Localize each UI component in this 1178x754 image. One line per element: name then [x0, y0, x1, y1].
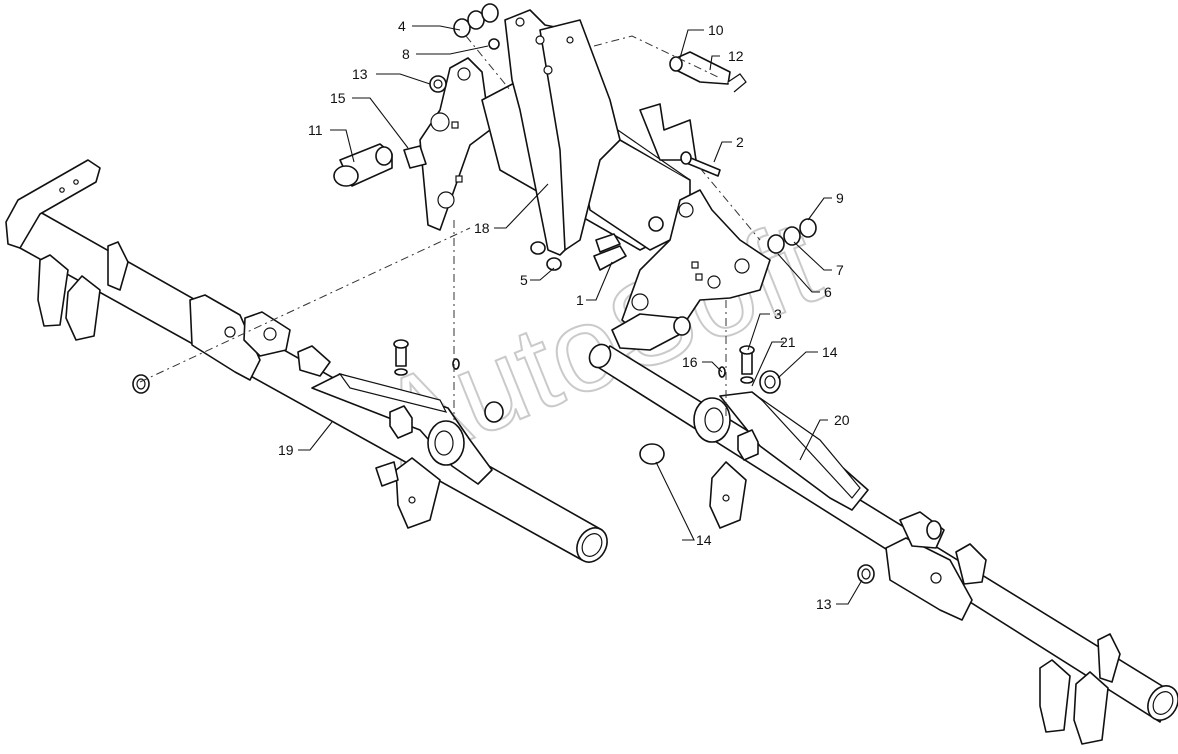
callout-10: 10	[708, 22, 724, 38]
callout-21: 21	[780, 334, 796, 350]
callout-1: 1	[576, 292, 584, 308]
callout-14: 14	[696, 532, 712, 548]
callout-7: 7	[836, 262, 844, 278]
callout-6: 6	[824, 284, 832, 300]
callout-3: 3	[774, 306, 782, 322]
leader-lines	[298, 25, 863, 605]
callout-4: 4	[398, 18, 406, 34]
callout-11: 11	[308, 122, 323, 138]
callout-9: 9	[836, 190, 844, 206]
callout-20: 20	[834, 412, 850, 428]
callout-8: 8	[402, 46, 410, 62]
left-beam	[5, 159, 608, 563]
callout-14: 14	[822, 344, 838, 360]
callout-13: 13	[816, 596, 832, 612]
callout-5: 5	[520, 272, 528, 288]
callout-18: 18	[474, 220, 490, 236]
callout-15: 15	[330, 90, 346, 106]
callout-labels: 4 8 13 15 11 10 12 2 9 7 6 18 5 1 3 21 1…	[278, 18, 850, 612]
callout-16: 16	[682, 354, 698, 370]
callout-12: 12	[728, 48, 744, 64]
alignment-lines	[139, 35, 761, 420]
callout-19: 19	[278, 442, 294, 458]
right-beam	[588, 343, 1178, 745]
callout-13: 13	[352, 66, 368, 82]
center-frame	[333, 3, 817, 351]
callout-2: 2	[736, 134, 744, 150]
